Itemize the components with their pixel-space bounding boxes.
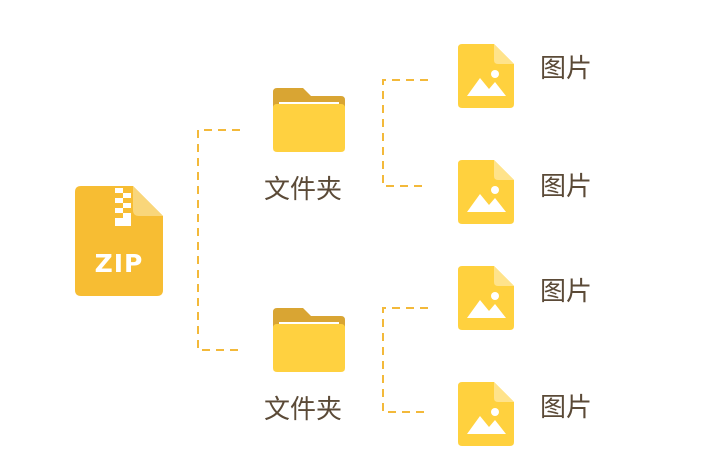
root-connector [197, 129, 240, 351]
file-label: 图片 [540, 277, 592, 307]
image-file-icon [458, 160, 514, 224]
folder-icon [273, 88, 345, 152]
zip-label: ZIP [95, 249, 144, 278]
file-label: 图片 [540, 54, 592, 84]
folder-label: 文件夹 [264, 175, 342, 205]
zip-archive-icon: ZIP [75, 186, 163, 296]
folder-label: 文件夹 [264, 395, 342, 425]
image-file-icon [458, 382, 514, 446]
folder-icon [273, 308, 345, 372]
file-label: 图片 [540, 393, 592, 423]
file-label: 图片 [540, 172, 592, 202]
connectors [197, 79, 428, 413]
image-file-icon [458, 44, 514, 108]
folder-1-connector [382, 79, 428, 187]
image-file-icon [458, 266, 514, 330]
folder-2-connector [382, 307, 428, 413]
